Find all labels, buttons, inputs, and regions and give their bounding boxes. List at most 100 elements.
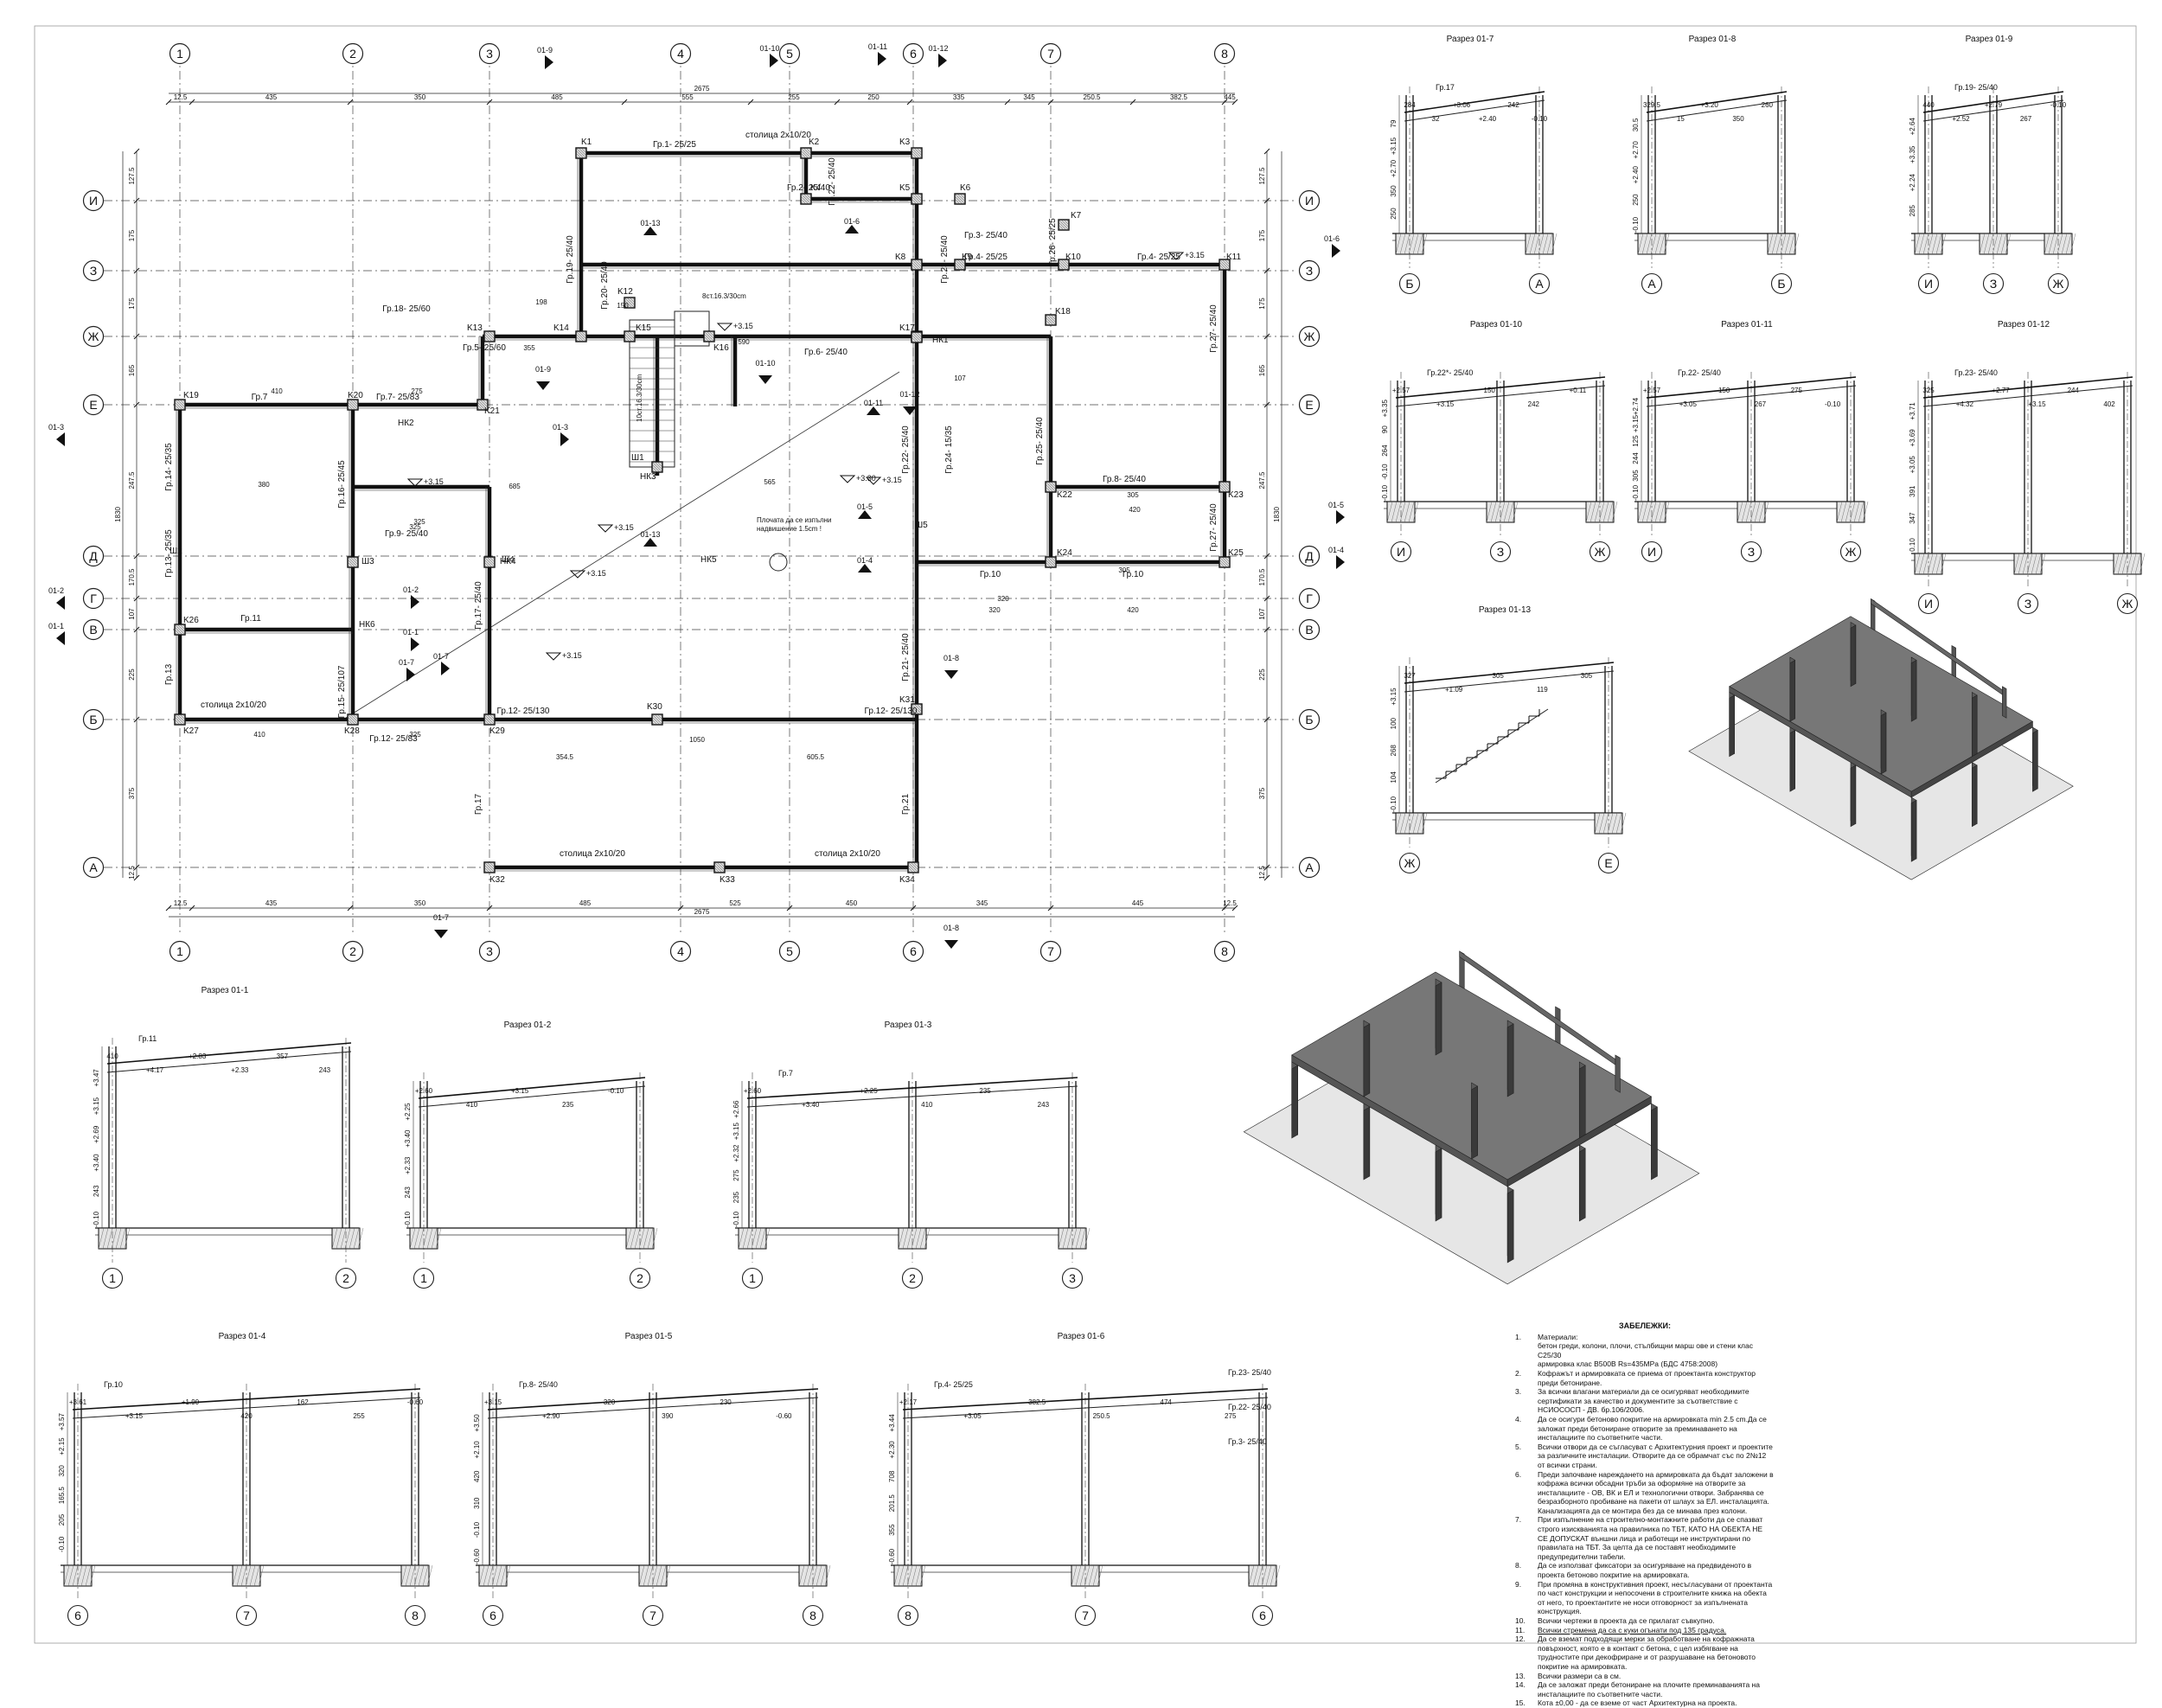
section-mark: 01-13 [640,219,661,235]
section-axis-bubble: А [1528,272,1551,295]
stair-note: 8ст.16.3/30cm [702,292,746,300]
axis-bubble-right-З: З [1298,259,1321,282]
level-triangle [406,478,424,487]
section-dim-label: 268 [1390,745,1398,757]
dimension-label: 170.5 [1258,568,1266,586]
section-mark: 01-13 [640,530,661,547]
column-label: K24 [1057,548,1072,558]
axis-bubble-label: Ж [2053,277,2064,291]
model-face [1435,982,1442,1056]
plan-column [651,461,663,473]
axis-bubble-label: З [2024,597,2031,611]
plan-column [575,330,587,342]
axis-bubble-label: Ж [1304,329,1315,343]
section-dim-label: 305 [1581,672,1593,680]
axis-bubble-circle [82,587,105,610]
axis-bubble-label: 8 [905,1609,911,1622]
axis-bubble-label: 3 [1069,1271,1076,1285]
column-label: K15 [636,323,651,333]
dimension-label: 325 [409,523,421,531]
section-dim-label: +2.69 [93,1125,100,1143]
section-arrow [406,668,415,681]
dimension-label: 335 [953,93,965,101]
axis-bubble-right-И: И [1298,189,1321,212]
column-label: K25 [1228,548,1244,558]
section-beam-label: Гр.3- 25/40 [1228,1437,1267,1446]
axis-bubble-circle [1298,393,1321,416]
note-number: 1. [1515,1332,1522,1341]
section-dim-label: -0.10 [473,1521,481,1538]
axis-bubble-circle [1390,541,1412,563]
section-dim-label: 165.5 [58,1487,66,1505]
axis-bubble-label: З [90,264,97,278]
dimension-label: 380 [258,481,270,489]
axis-bubble-label: 2 [636,1271,643,1285]
lintel-label: столица 2x10/20 [560,849,625,859]
plan-column [911,259,923,271]
note-text: Всички чертежи в проекта да се прилагат … [1538,1616,1715,1625]
model-face [1871,598,2003,695]
section-dim-label: 382.5 [1028,1398,1046,1406]
section-dim-label: -0.10 [732,1211,740,1227]
plan-column [713,861,726,873]
model-face [1789,659,1795,722]
section-dim-label: -0.10 [1381,464,1389,480]
section-title: Разрез 01-2 [504,1020,552,1030]
column-label: K4 [810,183,822,193]
axis-bubble-circle [1298,325,1321,348]
axis-bubble-left-И: И [82,189,105,212]
section-axis-bubble: И [1917,592,1940,615]
section-arrow [845,225,859,233]
dimension-label: 127.5 [128,167,136,185]
model-face [1506,1023,1514,1097]
dimension-label: 325 [409,731,421,739]
section-axis-bubble: 3 [1061,1267,1084,1289]
dimension-label: 305 [1127,491,1139,499]
section-axis-bubble: 2 [629,1267,651,1289]
section-mark: 01-9 [535,365,551,390]
axis-bubble-circle [482,1604,504,1627]
dimension-label: 485 [551,93,563,101]
axis-bubble-top-3: 3 [478,42,501,65]
axis-bubble-label: Г [1306,592,1313,605]
plan-column [624,297,636,309]
axis-bubble-circle [2047,272,2069,295]
section-mark: 01-3 [553,423,569,446]
axis-bubble-label: 4 [677,944,684,958]
plan-note-line2: надвишение 1.5cm ! [757,525,822,533]
section-dim-label: 355 [888,1524,896,1536]
section-arrow [770,54,778,67]
notes-title: ЗАБЕЛЕЖКИ: [1618,1321,1672,1330]
note-item: 15.Кота ±0,00 - да се вземе от част Архи… [1515,1698,1775,1708]
section-dim-label: -0.10 [1381,484,1389,501]
section-mark-label: 01-4 [1328,546,1344,554]
dimension-label: 165 [128,364,136,376]
section-arrow [1336,555,1345,569]
axis-bubble-circle [1982,272,2005,295]
note-text: бетон греди, колони, плочи, стълбищни ма… [1538,1341,1753,1359]
section-dim-label: +3.71 [1909,402,1916,420]
note-text: Да се вземат подходящи мерки за обработв… [1538,1634,1756,1671]
dim-chain-left: 127.5175175165247.5170.510722537512.5183… [114,148,140,881]
note-number: 2. [1515,1368,1522,1378]
plan-column [347,713,359,726]
axis-bubble-label: 2 [909,1271,916,1285]
dimension-label: 250.5 [1083,93,1101,101]
axis-bubble-label: 7 [243,1609,250,1622]
section-mark: 01-7 [433,652,450,675]
section-dim-label: +2.24 [1909,174,1916,192]
axis-bubble-label: 3 [486,944,493,958]
note-number: 11. [1515,1625,1526,1634]
plan-column [1058,219,1070,231]
model-face [1459,950,1616,1065]
column-label: K33 [720,875,735,885]
section-mark-label: 01-5 [857,502,873,511]
axis-bubble-label: 2 [349,944,356,958]
section-dim-label: 410 [106,1052,118,1060]
section-dim-label: 104 [1390,771,1398,784]
model-face [1789,729,1795,792]
